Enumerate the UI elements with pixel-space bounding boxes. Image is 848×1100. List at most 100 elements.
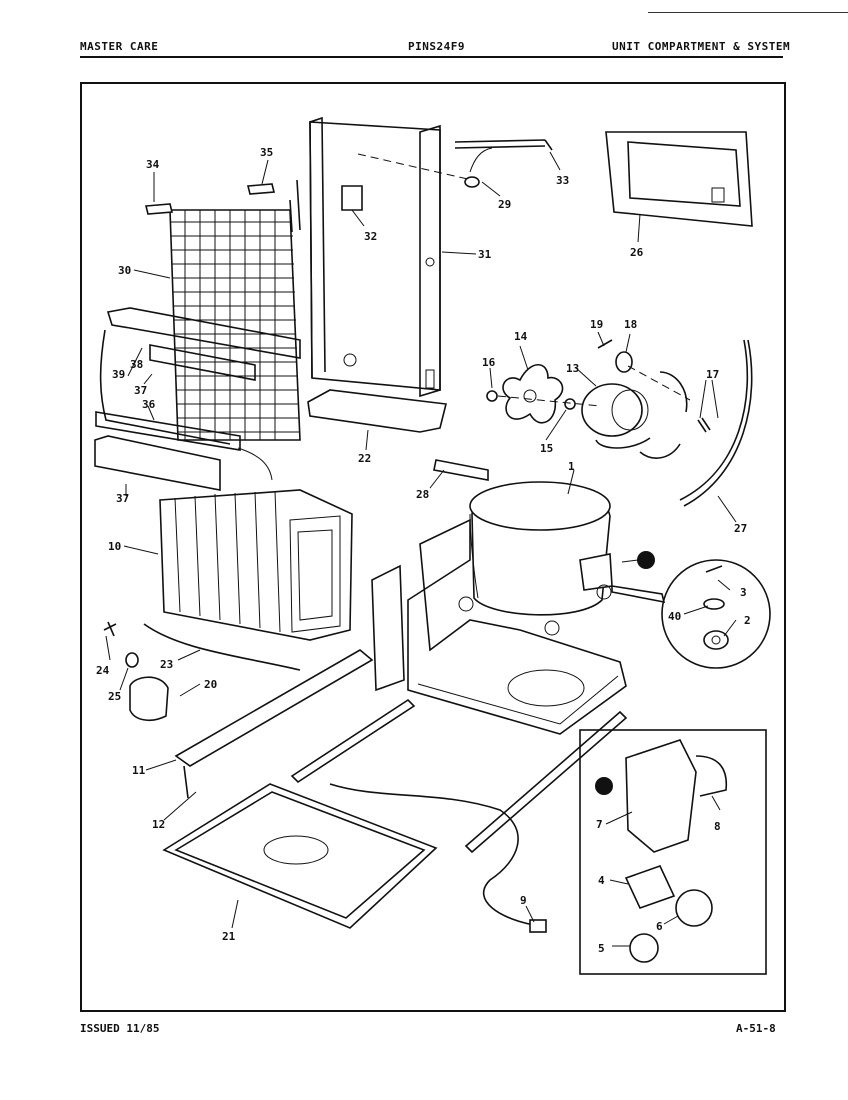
back-panel [309,116,441,398]
callout-28: 28 [416,488,429,501]
clip-38 [149,344,256,381]
coil-bracket-side [99,329,231,445]
callout-38: 38 [130,358,143,371]
callout-30: 30 [118,264,131,277]
scan-edge-line [648,12,848,13]
callout-14: 14 [514,330,528,343]
power-cord-9 [329,783,541,927]
grommet-detail-inset [611,559,771,669]
diagram-frame [80,82,786,1012]
callout-39: 39 [112,368,125,381]
callout-22: 22 [358,452,371,465]
drier-28 [433,459,489,481]
callout-2: 2 [744,614,751,627]
callout-32: 32 [364,230,377,243]
compressor [458,481,613,636]
callout-20: 20 [204,678,217,691]
grommet-25 [125,652,139,668]
fan-blade-14 [502,363,564,424]
footer-issued: ISSUED 11/85 [80,1022,160,1035]
coil-angle-bracket [95,411,241,451]
callout-29: 29 [498,198,511,211]
tube-23 [143,623,301,671]
callout-19: 19 [590,318,603,331]
callout-11: 11 [132,764,146,777]
callout-37-upper: 37 [134,384,147,397]
callout-40: 40 [668,610,681,623]
overload-5 [629,933,659,963]
bracket-32 [341,185,363,211]
callout-31: 31 [478,248,492,261]
plug-9 [529,919,547,933]
bracket-34 [144,203,174,215]
header-model: PINS24F9 [408,40,465,53]
washer-15 [564,398,576,410]
callout-15: 15 [540,442,553,455]
callout-27: 27 [734,522,747,535]
bracket-17-bottom [639,443,681,459]
cover-7 [625,739,697,853]
callout-24: 24 [96,664,110,677]
rail-bracket [371,564,405,692]
clip-24 [103,621,117,637]
dash-fan [497,365,691,407]
callout-34: 34 [146,158,160,171]
bracket-17-top [659,371,688,413]
footer-page-code: A-51-8 [736,1022,776,1035]
callout-1: 1 [568,460,575,473]
callout-16: 16 [482,356,496,369]
relay-20 [129,676,169,722]
callout-13: 13 [566,362,579,375]
callout-10: 10 [108,540,121,553]
callout-21: 21 [222,930,236,943]
drain-bracket [94,435,221,491]
cover-26 [605,131,753,227]
drain-pan-22 [307,389,447,433]
callout-6: 6 [656,920,663,933]
compressor-marker [637,551,655,569]
tube-rail [464,710,628,854]
callout-12: 12 [152,818,165,831]
grommet-29 [464,176,480,188]
compressor-base [407,518,627,735]
clip-35 [246,183,276,195]
condenser-coil [169,179,301,441]
callout-9: 9 [520,894,527,907]
wire-29 [469,147,493,173]
callout-18: 18 [624,318,637,331]
callout-26: 26 [630,246,644,259]
base-hole [507,669,585,707]
coil-bracket-top [106,307,301,359]
screws-17 [697,417,711,433]
callout-3: 3 [740,586,747,599]
rail-12 [290,698,416,784]
wire-36 [237,447,273,481]
relay-4 [624,865,676,909]
callout-5: 5 [598,942,605,955]
condenser-10 [159,489,353,641]
leader-lines [105,151,737,947]
callout-17: 17 [706,368,719,381]
nut-16 [486,390,498,402]
header-rule [80,56,783,58]
clip-8 [695,755,728,797]
header-brand: MASTER CARE [80,40,159,53]
drain-pan-21 [162,783,438,929]
overload-6 [675,889,713,927]
callout-labels: 1 2 3 4 5 6 7 8 9 10 11 12 13 14 15 16 1… [96,146,751,955]
tube-33 [454,139,553,151]
relay-inset [579,729,767,975]
callout-35: 35 [260,146,273,159]
callout-36: 36 [142,398,156,411]
callout-25: 25 [108,690,121,703]
callout-4: 4 [598,874,605,887]
callout-7: 7 [596,818,603,831]
callout-37-lower: 37 [116,492,129,505]
tube-27 [679,339,753,507]
header-section: UNIT COMPARTMENT & SYSTEM [612,40,791,53]
fan-motor-13 [581,383,651,449]
callout-23: 23 [160,658,173,671]
grommet-18 [615,351,633,373]
screw-19 [597,339,613,349]
